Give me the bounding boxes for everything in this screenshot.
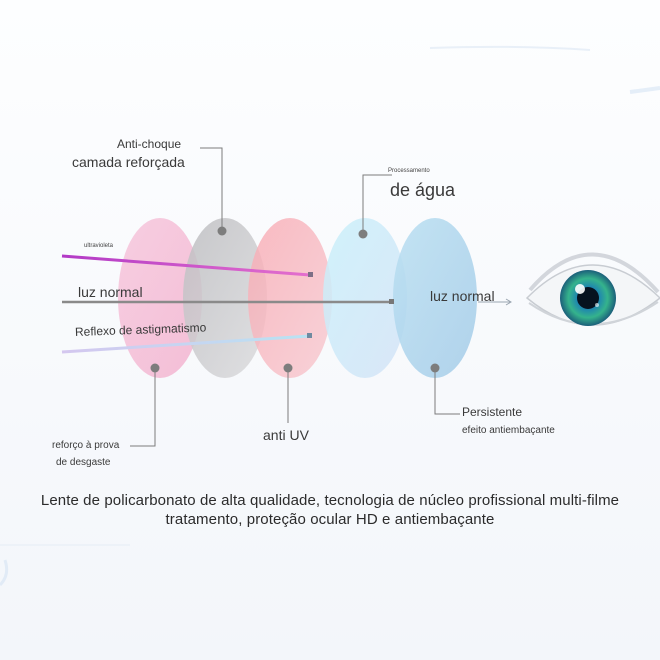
label-anti-shock: Anti-choque — [117, 137, 182, 151]
background-streaks — [0, 45, 660, 587]
uv-ray-end — [308, 272, 313, 277]
label-anti-uv: anti UV — [263, 427, 309, 443]
arrow-head — [505, 298, 512, 306]
label-wear-resistant-2: de desgaste — [56, 457, 111, 468]
label-ultraviolet: ultravioleta — [84, 243, 114, 249]
caption-line-1: Lente de policarbonato de alta qualidade… — [40, 492, 620, 509]
lens-anti-fog — [393, 218, 477, 378]
astigmatism-ray-end — [307, 333, 312, 338]
lens-anti-uv — [248, 218, 332, 378]
label-water: de água — [390, 180, 456, 200]
lens-water-processing — [323, 218, 407, 378]
label-persistent: Persistente — [462, 405, 523, 419]
leader-dots — [150, 226, 440, 373]
leader-lines — [130, 147, 460, 447]
label-anti-fog-effect: efeito antiembaçante — [462, 425, 555, 436]
uv-ray — [61, 254, 311, 277]
label-processing: Processamento — [388, 168, 430, 174]
label-wear-resistant-1: reforço à prova — [52, 440, 120, 451]
lens-reinforced-wear-resistant — [118, 218, 202, 378]
label-normal-light-left: luz normal — [78, 284, 143, 300]
label-normal-light-right: luz normal — [430, 288, 495, 304]
astigmatism-ray — [61, 334, 311, 354]
eye-icon — [525, 252, 660, 326]
normal-ray-end — [389, 299, 394, 304]
lens-anti-shock — [183, 218, 267, 378]
label-reinforced-layer: camada reforçada — [72, 154, 185, 170]
caption-line-2: tratamento, proteção ocular HD e antiemb… — [165, 511, 495, 528]
